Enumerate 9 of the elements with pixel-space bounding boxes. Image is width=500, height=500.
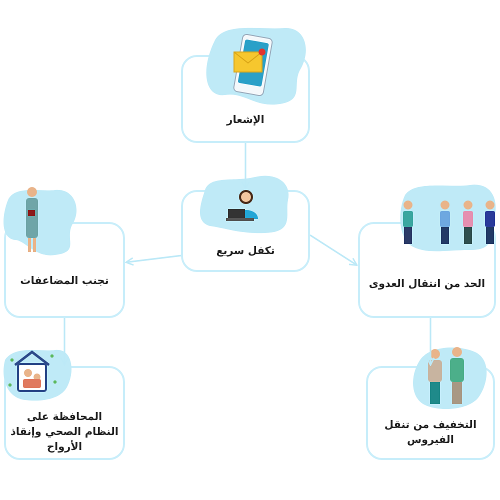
box-label: تجنب المضاعفات xyxy=(19,274,110,289)
box-label: الحد من انتقال العدوى xyxy=(368,277,486,292)
box-label: المحافظة على النظام الصحي وإنقاذ الأرواح xyxy=(9,410,120,455)
box-label: الإشعار xyxy=(225,113,266,128)
box-label: تكفل سريع xyxy=(215,244,276,259)
arrow xyxy=(310,234,358,266)
arrow xyxy=(426,318,435,366)
box-label: التخفيف من تنقل الفيروس xyxy=(383,418,478,448)
arrow xyxy=(125,254,182,266)
